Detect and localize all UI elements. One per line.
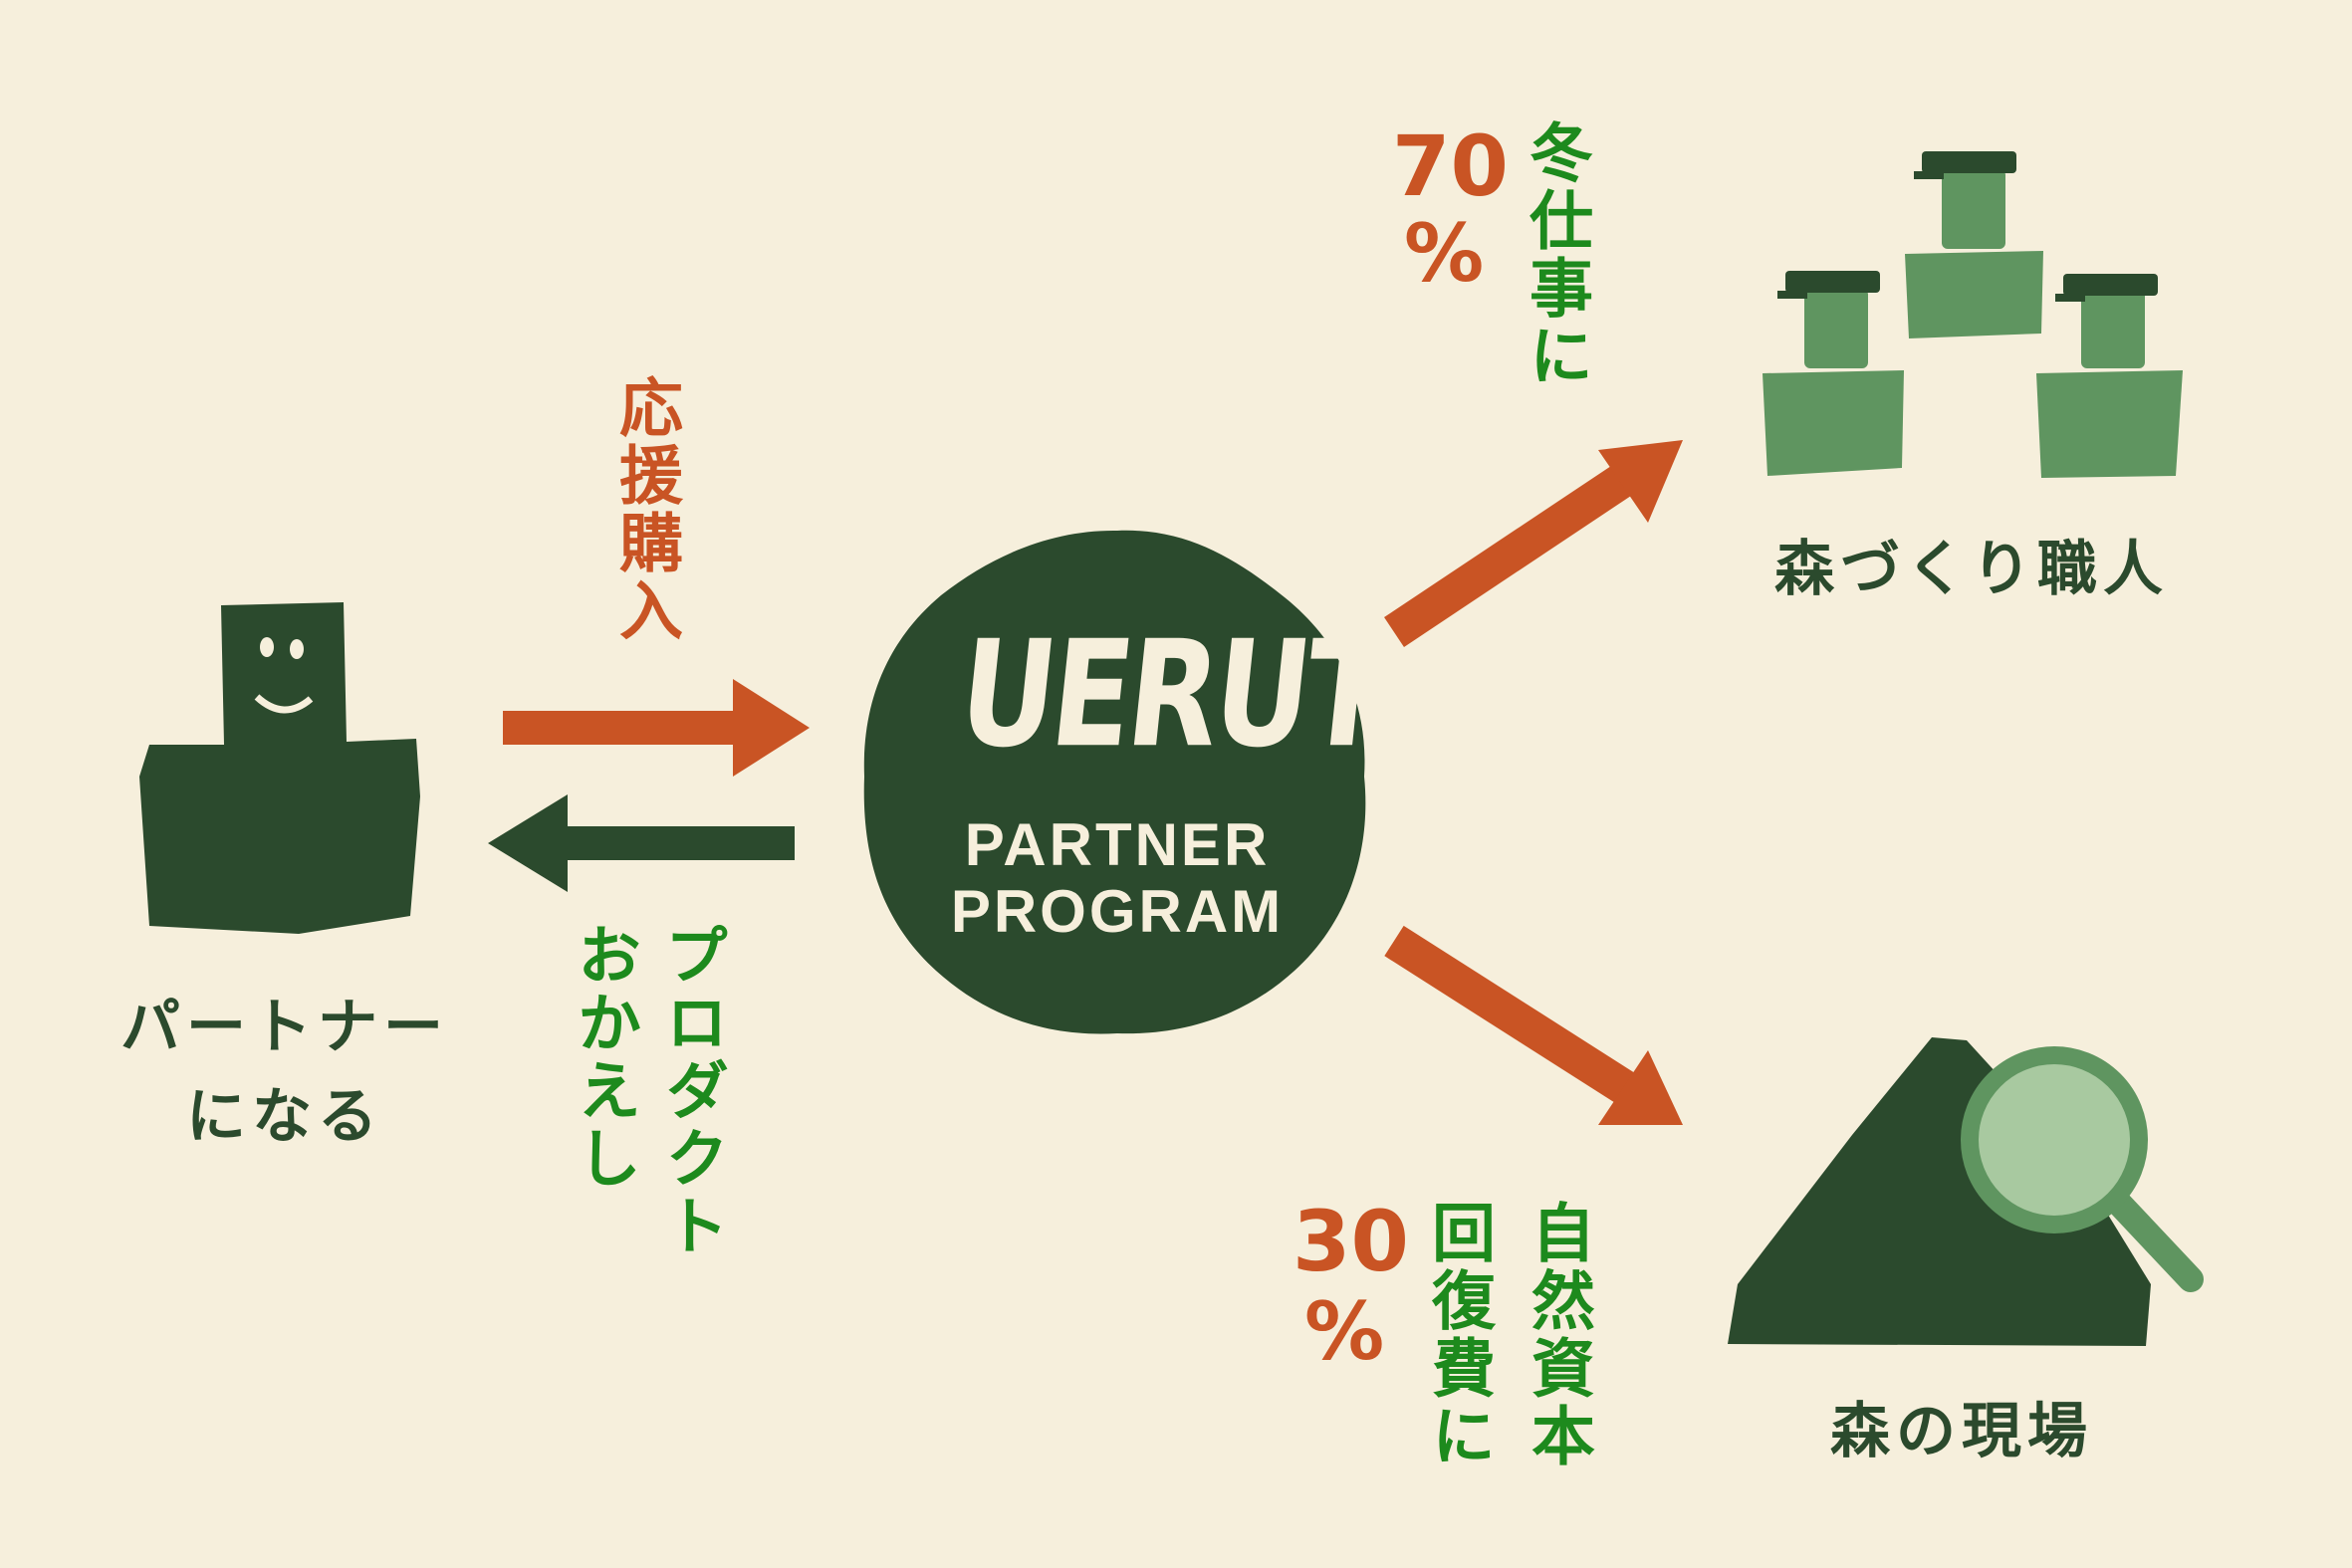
return-label: おかえし xyxy=(567,922,640,1193)
logo-badge xyxy=(863,530,1366,1034)
craftsmen-icon xyxy=(1763,151,2183,478)
upper-percent-value: 70 xyxy=(1392,117,1509,215)
upper-branch-arrow xyxy=(1384,440,1683,647)
magnifier-icon xyxy=(1961,1046,2204,1292)
lower-branch-label-col2: 回復費に xyxy=(1421,1200,1495,1470)
purchase-arrow xyxy=(503,679,810,777)
forest-mountain-icon xyxy=(1728,1037,2151,1346)
upper-percent-sign: % xyxy=(1404,207,1485,300)
lower-percent-value: 30 xyxy=(1293,1193,1409,1290)
partner-label-line1: パートナー xyxy=(120,993,449,1062)
forest-site-label: 森の現場 xyxy=(1830,1397,2093,1466)
partner-figure-icon xyxy=(139,602,420,934)
lower-branch-label-col1: 自然資本 xyxy=(1521,1200,1594,1470)
craftsmen-label: 森づくり職人 xyxy=(1774,535,2169,604)
logo-brand: UERUT xyxy=(951,607,1392,781)
lower-percent-sign: % xyxy=(1304,1285,1385,1378)
logo-line1: PARTNER xyxy=(964,811,1271,878)
logo-line2: PROGRAM xyxy=(950,878,1285,945)
purchase-label: 応援購入 xyxy=(608,374,682,645)
product-return-arrow xyxy=(488,794,795,892)
product-label: プロダクト xyxy=(654,922,728,1260)
lower-branch-arrow xyxy=(1384,925,1683,1125)
upper-branch-label: 冬仕事に xyxy=(1519,119,1592,390)
partner-label-line2: になる xyxy=(186,1082,383,1152)
